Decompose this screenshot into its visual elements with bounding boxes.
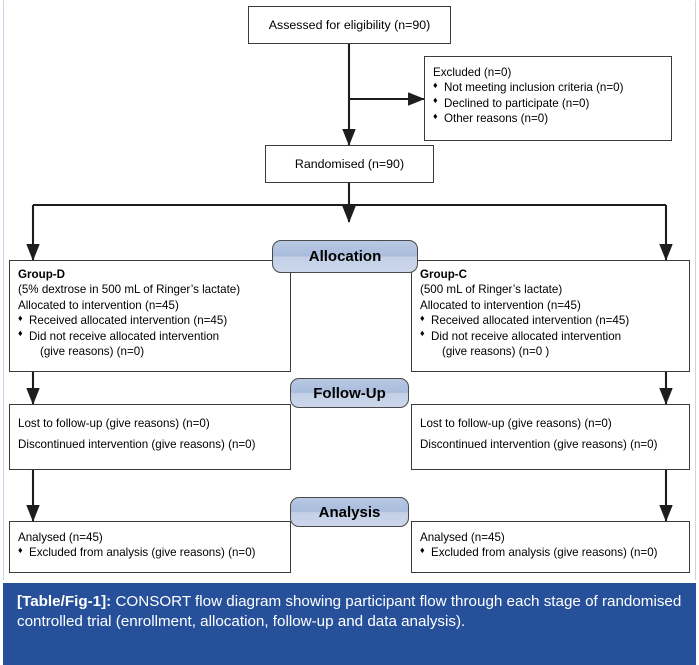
list-item: Other reasons (n=0)	[433, 111, 663, 126]
list-item-continuation: (give reasons) (n=0)	[40, 345, 145, 359]
analysis-left-box: Analysed (n=45) Excluded from analysis (…	[9, 521, 291, 573]
allocation-right-description: (500 mL of Ringer’s lactate)	[420, 283, 563, 297]
randomised-box: Randomised (n=90)	[265, 145, 434, 183]
analysis-right-analysed: Analysed (n=45)	[420, 531, 505, 544]
allocation-right-list: Received allocated intervention (n=45) D…	[420, 313, 681, 359]
list-item-text: Received allocated intervention (n=45)	[431, 314, 630, 328]
follow-up-left-discontinued: Discontinued intervention (give reasons)…	[18, 438, 256, 452]
allocation-right-group: Group-C	[420, 268, 468, 281]
follow-up-right-lost: Lost to follow-up (give reasons) (n=0)	[420, 417, 612, 430]
list-item-text: Received allocated intervention (n=45)	[29, 314, 228, 328]
stage-pill-allocation-label: Allocation	[308, 248, 382, 265]
figure-caption: [Table/Fig-1]: CONSORT flow diagram show…	[3, 583, 696, 665]
allocation-left-description: (5% dextrose in 500 mL of Ringer’s lacta…	[18, 283, 241, 297]
randomised-label: Randomised (n=90)	[294, 156, 405, 171]
allocation-left-allocated: Allocated to intervention (n=45)	[18, 298, 179, 312]
excluded-reason-list: Not meeting inclusion criteria (n=0) Dec…	[433, 80, 663, 126]
allocation-left-group: Group-D	[18, 268, 66, 281]
analysis-left-list: Excluded from analysis (give reasons) (n…	[18, 545, 282, 560]
stage-pill-follow-up: Follow-Up	[290, 378, 409, 408]
list-item: Received allocated intervention (n=45)	[18, 313, 282, 328]
analysis-right-box: Analysed (n=45) Excluded from analysis (…	[411, 521, 690, 573]
stage-pill-allocation: Allocation	[272, 240, 418, 273]
stage-pill-analysis-label: Analysis	[318, 503, 381, 521]
list-item: Excluded from analysis (give reasons) (n…	[18, 545, 282, 560]
list-item: Not meeting inclusion criteria (n=0)	[433, 80, 663, 95]
allocation-right-allocated: Allocated to intervention (n=45)	[420, 298, 581, 312]
list-item-text: Did not receive allocated intervention	[29, 329, 220, 343]
excluded-box: Excluded (n=0) Not meeting inclusion cri…	[424, 56, 672, 141]
list-item-text: Did not receive allocated intervention	[431, 329, 622, 343]
follow-up-right-discontinued: Discontinued intervention (give reasons)…	[420, 438, 658, 452]
flow-connectors	[26, 44, 673, 522]
analysis-right-list: Excluded from analysis (give reasons) (n…	[420, 545, 681, 560]
allocation-right-box: Group-C (500 mL of Ringer’s lactate) All…	[411, 260, 690, 372]
follow-up-left-lost: Lost to follow-up (give reasons) (n=0)	[18, 417, 210, 430]
list-item-continuation: (give reasons) (n=0 )	[442, 345, 550, 359]
excluded-title: Excluded (n=0)	[433, 66, 512, 79]
stage-pill-analysis: Analysis	[290, 497, 409, 527]
list-item: Declined to participate (n=0)	[433, 95, 663, 111]
list-item: Did not receive allocated intervention (…	[18, 328, 282, 360]
allocation-left-box: Group-D (5% dextrose in 500 mL of Ringer…	[9, 260, 291, 372]
figure-caption-text: CONSORT flow diagram showing participant…	[17, 593, 682, 631]
figure-caption-label: [Table/Fig-1]:	[17, 593, 112, 610]
allocation-left-list: Received allocated intervention (n=45) D…	[18, 313, 282, 359]
stage-pill-follow-up-label: Follow-Up	[313, 384, 386, 402]
list-item: Received allocated intervention (n=45)	[420, 313, 681, 328]
list-item: Did not receive allocated intervention (…	[420, 328, 681, 360]
follow-up-left-box: Lost to follow-up (give reasons) (n=0) D…	[9, 404, 291, 470]
assessed-for-eligibility-label: Assessed for eligibility (n=90)	[268, 17, 431, 32]
follow-up-right-box: Lost to follow-up (give reasons) (n=0) D…	[411, 404, 690, 470]
analysis-left-analysed: Analysed (n=45)	[18, 531, 103, 544]
list-item: Excluded from analysis (give reasons) (n…	[420, 545, 681, 560]
assessed-for-eligibility-box: Assessed for eligibility (n=90)	[248, 6, 451, 44]
